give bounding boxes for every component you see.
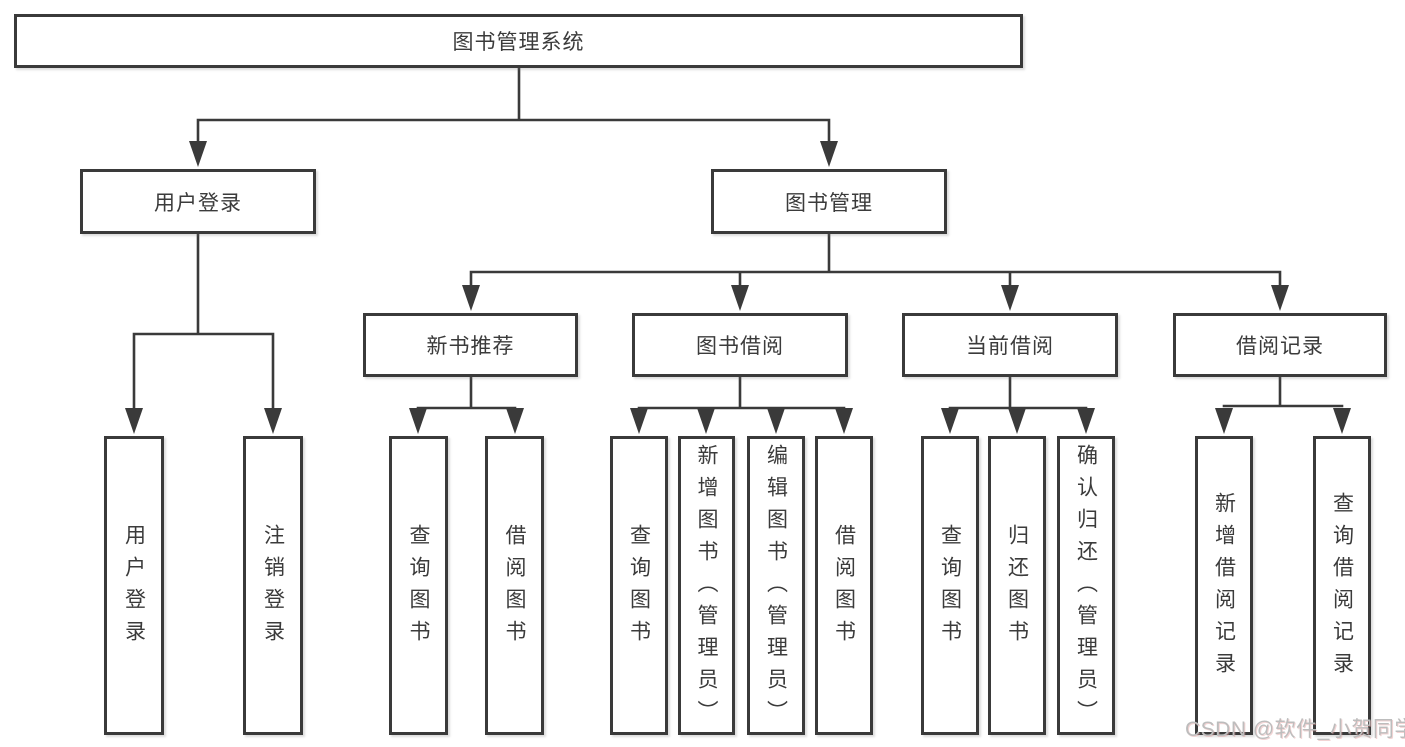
leaf-borrow-books-recommend: 借阅图书	[485, 436, 544, 735]
node-book-management: 图书管理	[711, 169, 947, 234]
node-current-borrow: 当前借阅	[902, 313, 1118, 377]
leaf-query-books-borrow: 查询图书	[610, 436, 668, 735]
node-book-borrow: 图书借阅	[632, 313, 848, 377]
arrow-down-icon	[125, 141, 1351, 434]
csdn-watermark: CSDN @软件_小贺同学	[1185, 718, 1405, 741]
leaf-add-books-admin: 新增图书（管理员）	[678, 436, 735, 735]
leaf-query-borrow-record: 查询借阅记录	[1313, 436, 1371, 735]
leaf-query-books-recommend: 查询图书	[389, 436, 448, 735]
node-borrow-records: 借阅记录	[1173, 313, 1387, 377]
node-user-login: 用户登录	[80, 169, 316, 234]
leaf-query-books-current: 查询图书	[921, 436, 979, 735]
leaf-confirm-return-admin: 确认归还（管理员）	[1057, 436, 1115, 735]
leaf-edit-books-admin: 编辑图书（管理员）	[747, 436, 805, 735]
leaf-add-borrow-record: 新增借阅记录	[1195, 436, 1253, 735]
node-new-book-recommend: 新书推荐	[363, 313, 578, 377]
leaf-user-login: 用户登录	[104, 436, 164, 735]
leaf-return-books: 归还图书	[988, 436, 1046, 735]
node-library-management-system: 图书管理系统	[14, 14, 1023, 68]
leaf-logout: 注销登录	[243, 436, 303, 735]
leaf-borrow-books: 借阅图书	[815, 436, 873, 735]
